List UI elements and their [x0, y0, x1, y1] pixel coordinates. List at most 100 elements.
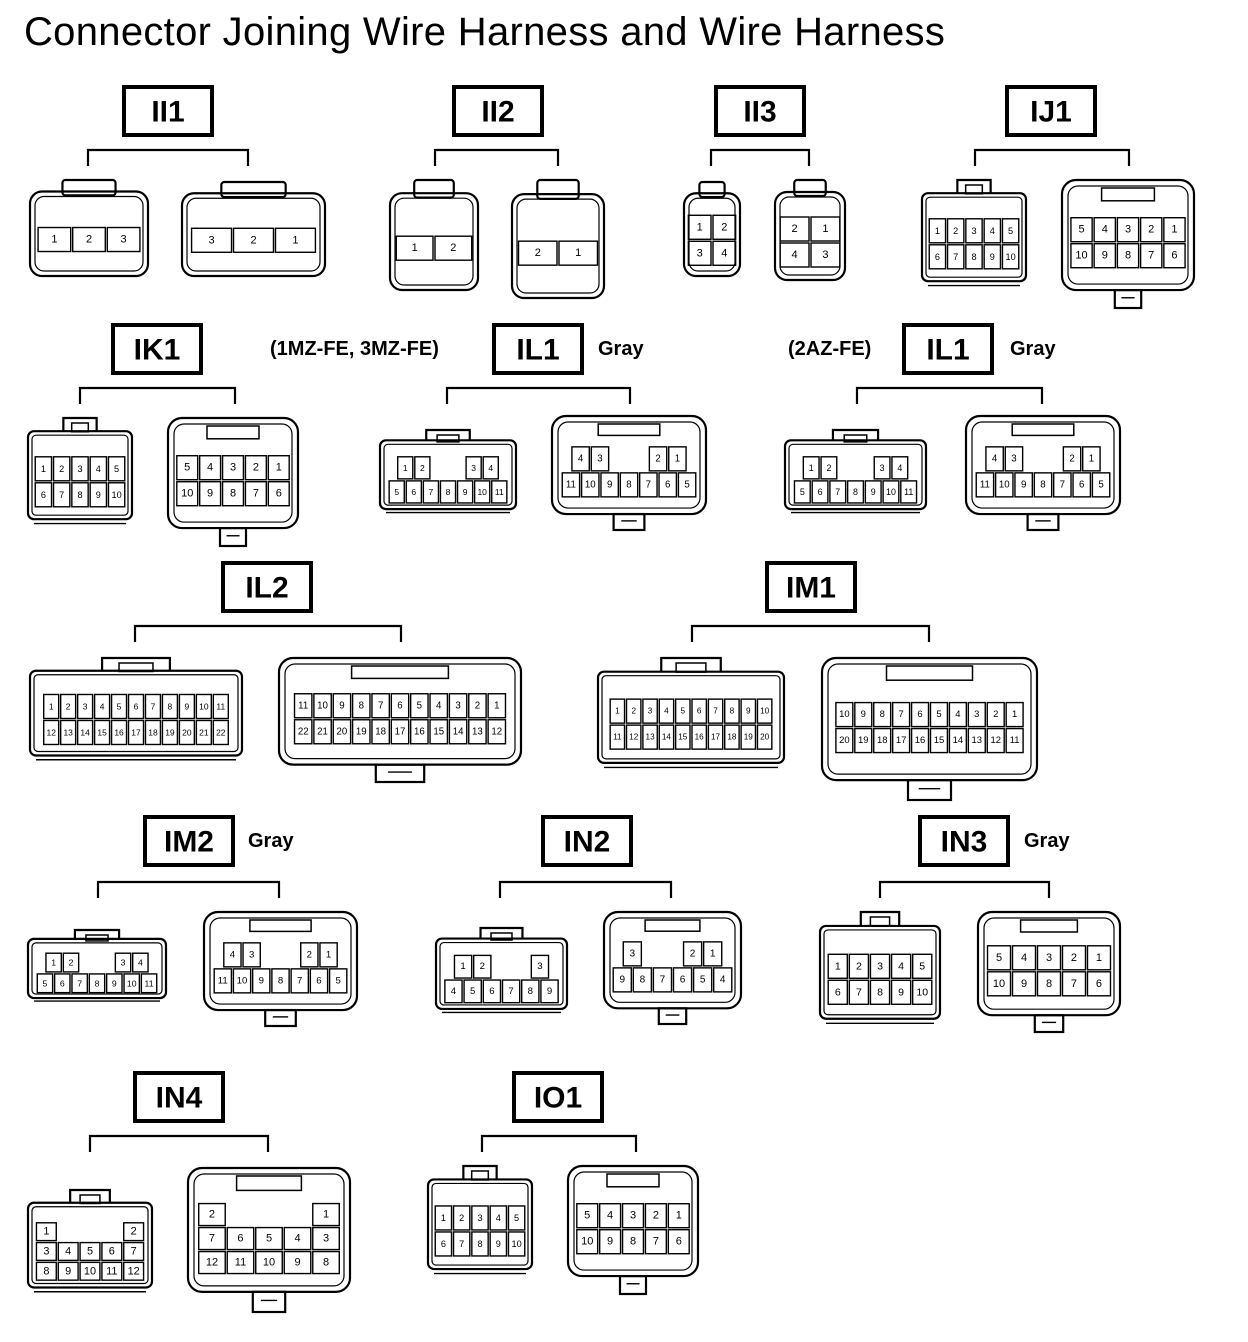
pin-number: 3 [597, 453, 602, 464]
pin-cell [1070, 243, 1093, 269]
pin-number: 12 [206, 1257, 218, 1269]
pin-cell [677, 472, 697, 498]
pin-cell [986, 971, 1012, 997]
pin-cell [1001, 218, 1020, 244]
pin-number: 5 [394, 487, 399, 497]
pin-cell [820, 456, 838, 480]
pin-cell [1116, 243, 1140, 269]
pin-number: 7 [297, 975, 302, 986]
pin-number: 10 [112, 490, 122, 500]
pin-cell [873, 701, 892, 728]
pin-cell [468, 693, 487, 719]
pin-cell [1093, 217, 1117, 243]
pin-number: 6 [60, 978, 65, 988]
pin-number: 7 [1071, 978, 1077, 990]
pin-cell [793, 480, 811, 504]
pin-number: 15 [97, 727, 107, 737]
pin-number: 1 [326, 949, 331, 960]
pin-cell [57, 1241, 79, 1262]
pin-number: 2 [856, 960, 862, 972]
pin-cell [274, 227, 317, 253]
pin-number: 17 [395, 726, 406, 737]
pin-cell [521, 979, 540, 1004]
pin-number: 8 [1040, 479, 1045, 490]
pin-number: 2 [993, 709, 998, 720]
pin-number: 2 [1069, 453, 1074, 464]
pin-number: 2 [459, 1213, 464, 1223]
connector-label: IO1 [534, 1082, 582, 1115]
pin-cell [1033, 472, 1053, 498]
pin-cell [621, 1229, 645, 1255]
pin-number: 19 [744, 733, 754, 742]
pin-number: 20 [337, 726, 348, 737]
pin-cell [827, 953, 849, 979]
pin-cell [35, 1222, 57, 1242]
pin-cell [448, 693, 468, 719]
pin-cell [707, 724, 724, 750]
pin-cell [756, 698, 773, 724]
pin-number: 1 [51, 234, 57, 246]
pin-number: 3 [971, 226, 976, 236]
pin-number: 10 [585, 479, 596, 490]
connector-label-box [765, 561, 857, 613]
pin-cell [161, 719, 179, 746]
pin-cell [267, 455, 290, 481]
pin-cell [213, 968, 233, 994]
pin-number: 4 [664, 707, 669, 716]
pin-cell [123, 973, 141, 994]
pin-number: 4 [100, 701, 105, 711]
pin-number: 4 [990, 226, 995, 236]
pin-number: 7 [59, 490, 64, 500]
pin-number: 9 [1021, 479, 1026, 490]
connector-color: Gray [1024, 830, 1070, 852]
pin-number: 1 [403, 463, 408, 473]
pin-number: 1 [676, 1210, 682, 1222]
pin-cell [332, 693, 352, 719]
pin-cell [724, 724, 740, 750]
pin-number: 12 [46, 727, 56, 737]
connector-color: Gray [248, 830, 294, 852]
pin-cell [1011, 971, 1037, 997]
pin-cell [472, 954, 492, 979]
pin-cell [226, 1226, 255, 1251]
pin-cell [986, 727, 1005, 754]
pin-number: 10 [512, 1239, 522, 1249]
pin-cell [198, 1202, 226, 1227]
pin-number: 5 [996, 952, 1002, 964]
pin-cell [429, 693, 449, 719]
pin-number: 2 [69, 958, 74, 968]
pin-number: 1 [323, 1209, 329, 1221]
connector-label: II3 [743, 96, 776, 129]
pin-number: 6 [109, 1245, 115, 1257]
pin-cell [93, 693, 111, 720]
pin-cell [928, 218, 947, 244]
pin-number: 7 [953, 252, 958, 262]
pin-cell [561, 472, 581, 498]
pin-number: 13 [63, 727, 73, 737]
pin-cell [144, 719, 162, 746]
pin-number: 11 [566, 479, 576, 490]
pin-number: 9 [898, 986, 904, 998]
pin-cell [221, 455, 245, 481]
pin-number: 9 [185, 701, 190, 711]
pin-number: 3 [477, 1213, 482, 1223]
pin-cell [59, 719, 77, 746]
pin-number: 3 [121, 234, 127, 246]
pin-cell [293, 719, 313, 745]
pin-cell [309, 968, 329, 994]
pin-cell [1036, 945, 1062, 971]
pin-cell [71, 226, 107, 253]
pairing-bracket [690, 624, 931, 642]
pin-cell [609, 724, 626, 750]
pin-cell [88, 973, 106, 994]
pin-number: 3 [630, 1210, 636, 1222]
pin-cell [59, 693, 77, 720]
pin-cell [621, 1203, 645, 1229]
pin-number: 13 [472, 726, 483, 737]
